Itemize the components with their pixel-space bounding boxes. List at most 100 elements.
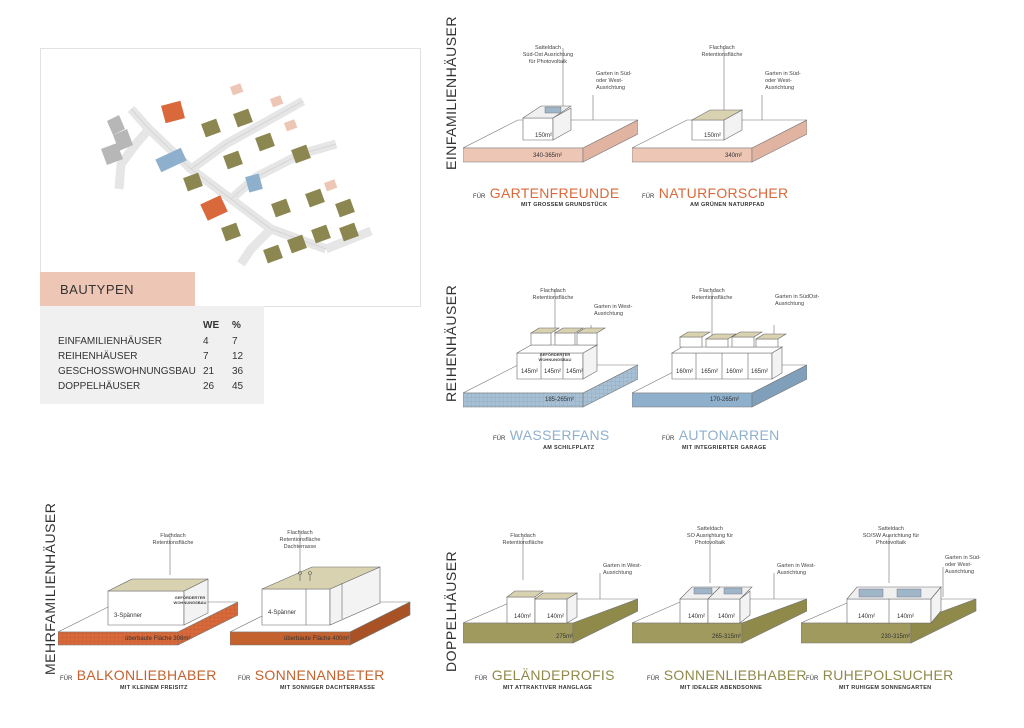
house-label: GEFÖRDERTER WOHNUNGSBAU	[173, 595, 207, 605]
house-drawing	[632, 290, 807, 408]
roof-note: Flachdach Retentionsfläche	[701, 45, 743, 58]
house-area: 150m²	[535, 133, 553, 139]
roof-note: Satteldach SO Ausrichtung für Photovolta…	[686, 526, 734, 546]
plot-area: 275m²	[556, 634, 574, 640]
row-we: 26	[203, 381, 215, 392]
card-title: GELÄNDEPROFIS	[491, 667, 615, 683]
roof-note: Satteldach Süd-Ost Ausrichtung für Photo…	[522, 45, 574, 65]
unit-area: 140m²	[547, 614, 565, 620]
unit-area: 160m²	[676, 369, 694, 375]
house-drawing	[230, 530, 411, 646]
row-pct: 7	[232, 336, 238, 347]
unit-area: 160m²	[726, 369, 744, 375]
card-subtitle: AM SCHILFPLATZ	[543, 445, 595, 451]
card-title: AUTONARREN	[678, 427, 780, 443]
house-drawing	[463, 290, 638, 408]
card-gelaendeprofis: Flachdach Retentionsfläche Garten in Wes…	[463, 525, 641, 700]
fuer-label: FÜR	[60, 676, 73, 682]
card-ruhepolsucher: Satteldach SO/SW Ausrichtung für Photovo…	[801, 525, 991, 700]
dh-buildings	[183, 108, 359, 264]
col-header-we: WE	[203, 320, 220, 331]
solar-panel-icon	[858, 588, 884, 598]
unit-area: 145m²	[521, 369, 539, 375]
existing-buildings	[101, 115, 133, 165]
row-label: DOPPELHÄUSER	[58, 381, 141, 392]
card-title: RUHEPOLSUCHER	[822, 667, 954, 683]
plot-area: 230-315m²	[881, 634, 911, 640]
row-we: 7	[203, 351, 209, 362]
garden-note: Garten in Süd- oder West- Ausrichtung	[765, 71, 801, 91]
card-subtitle: MIT KLEINEM FREISITZ	[120, 685, 188, 691]
garden-note: Garten in West- Ausrichtung	[777, 563, 816, 576]
fuer-label: FÜR	[642, 194, 655, 200]
card-naturforscher: Flachdach Retentionsfläche Garten in Süd…	[632, 40, 807, 215]
card-balkonliebhaber: Flachdach Retentionsfläche GEFÖRDERTER W…	[58, 525, 238, 700]
roof-note: Flachdach Retentionsfläche Dachterrasse	[279, 530, 321, 550]
roof-note: Flachdach Retentionsfläche	[532, 288, 574, 301]
table-row: GESCHOSSWOHNUNGSBAU 21 36	[58, 366, 258, 380]
card-title: SONNENANBETER	[254, 667, 385, 683]
fuer-label: FÜR	[493, 436, 506, 442]
roof-terrace-icon	[298, 571, 312, 581]
unit-stats-table: WE % EINFAMILIENHÄUSER 4 7 REIHENHÄUSER …	[40, 306, 264, 404]
efh-plots	[229, 83, 338, 192]
card-heading: FÜR BALKONLIEBHABER	[60, 667, 217, 685]
roof-note: Satteldach SO/SW Ausrichtung für Photovo…	[862, 526, 920, 546]
fuer-label: FÜR	[475, 676, 488, 682]
house-drawing	[463, 535, 638, 644]
site-plan-panel	[40, 48, 421, 307]
spanner-label: 3-Spänner	[114, 613, 143, 619]
card-wasserfans: Flachdach Retentionsfläche Garten in Wes…	[463, 285, 638, 460]
unit-area: 165m²	[701, 369, 719, 375]
solar-panel-icon	[693, 587, 713, 595]
row-we: 21	[203, 366, 215, 377]
plot-area: 170-265m²	[710, 397, 740, 403]
card-heading: FÜR NATURFORSCHER	[642, 185, 788, 203]
table-row: EINFAMILIENHÄUSER 4 7	[58, 336, 258, 350]
row-pct: 12	[232, 351, 244, 362]
card-autonarren: Flachdach Retentionsfläche Garten in Süd…	[632, 285, 819, 460]
card-heading: FÜR AUTONARREN	[662, 427, 780, 445]
house-area: 150m²	[704, 133, 722, 139]
unit-area: 140m²	[718, 614, 736, 620]
card-heading: FÜR GELÄNDEPROFIS	[475, 667, 615, 685]
plot-area: 265-315m²	[712, 634, 742, 640]
solar-panel-icon	[723, 587, 743, 595]
unit-area: 140m²	[514, 614, 532, 620]
group-label-efh: EINFAMILIENHÄUSER	[443, 16, 459, 170]
card-gartenfreunde: Satteldach Süd-Ost Ausrichtung für Photo…	[463, 40, 638, 215]
solar-panel-icon	[544, 106, 562, 114]
plot-area: überbaute Fläche 308m²	[125, 636, 191, 642]
house-drawing	[632, 535, 807, 644]
site-road-edges	[130, 100, 337, 250]
card-title: WASSERFANS	[509, 427, 610, 443]
garden-note: Garten in West- Ausrichtung	[603, 563, 642, 576]
card-subtitle: MIT INTEGRIERTER GARAGE	[682, 445, 767, 451]
card-sonnenanbeter: Flachdach Retentionsfläche Dachterrasse …	[230, 525, 415, 700]
row-label: REIHENHÄUSER	[58, 351, 138, 362]
table-row: REIHENHÄUSER 7 12	[58, 351, 258, 365]
card-title: GARTENFREUNDE	[489, 185, 620, 201]
house-drawing	[58, 533, 238, 646]
house-drawing	[801, 535, 977, 644]
card-subtitle: MIT IDEALER ABENDSONNE	[680, 685, 763, 691]
house-drawing	[632, 48, 807, 163]
row-label: GESCHOSSWOHNUNGSBAU	[58, 366, 196, 377]
plot-area: 340-365m²	[533, 153, 563, 159]
solar-panel-icon	[896, 588, 922, 598]
spanner-label: 4-Spänner	[268, 610, 297, 616]
row-label: EINFAMILIENHÄUSER	[58, 336, 162, 347]
unit-area: 140m²	[858, 614, 876, 620]
roof-note: Flachdach Retentionsfläche	[691, 288, 733, 301]
fuer-label: FÜR	[238, 676, 251, 682]
card-sonnenliebhaber: Satteldach SO Ausrichtung für Photovolta…	[632, 525, 815, 700]
row-pct: 45	[232, 381, 244, 392]
plot-area: 185-265m²	[545, 397, 575, 403]
mfh-buildings	[161, 100, 228, 221]
unit-area: 145m²	[566, 369, 584, 375]
card-heading: FÜR GARTENFREUNDE	[473, 185, 619, 203]
col-header-pct: %	[232, 320, 241, 331]
table-row: DOPPELHÄUSER 26 45	[58, 381, 258, 395]
card-heading: FÜR WASSERFANS	[493, 427, 610, 445]
house-drawing	[463, 48, 638, 163]
